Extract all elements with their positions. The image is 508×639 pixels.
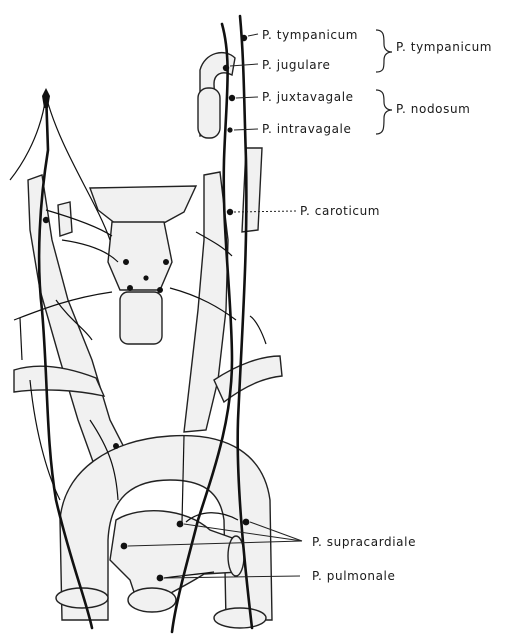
dot-left-carotid [43, 217, 49, 223]
dot-intravagale [227, 127, 232, 132]
right-subclavian [214, 356, 282, 402]
dot-larynx-5 [157, 287, 163, 293]
label-tympanicum-left: P. tympanicum [262, 28, 358, 42]
dot-larynx-1 [123, 259, 129, 265]
label-jugulare: P. jugulare [262, 58, 331, 72]
hyoid-cartilage [90, 186, 196, 224]
dot-larynx-4 [127, 285, 133, 291]
dot-jugulare [223, 65, 229, 71]
dot-larynx-3 [143, 275, 148, 280]
label-caroticum: P. caroticum [300, 204, 380, 218]
dot-pulmonale [157, 575, 164, 582]
label-supracardiale: P. supracardiale [312, 535, 416, 549]
label-nodosum: P. nodosum [396, 102, 470, 116]
labels: P. tympanicum P. tympanicum P. jugulare … [262, 28, 492, 583]
brace-nodosum [376, 90, 392, 134]
label-intravagale: P. intravagale [262, 122, 351, 136]
pulmonary-opening-right [228, 536, 244, 576]
label-tympanicum-right: P. tympanicum [396, 40, 492, 54]
dot-juxtavagale [229, 95, 235, 101]
larynx-trachea [90, 186, 196, 344]
dot-aortic [113, 443, 119, 449]
dot-right-carotid [227, 209, 233, 215]
trachea [120, 292, 162, 344]
dot-larynx-2 [163, 259, 169, 265]
thyroid-cartilage [108, 222, 172, 290]
pulmonary-opening-left [128, 588, 176, 612]
dot-supracardiale-1 [177, 521, 184, 528]
dot-supracardiale-3 [121, 543, 128, 550]
jugular-vein-lower [198, 88, 220, 138]
label-pulmonale: P. pulmonale [312, 569, 395, 583]
right-vessel-opening [214, 608, 266, 628]
left-external-carotid [58, 202, 72, 236]
label-juxtavagale: P. juxtavagale [262, 90, 354, 104]
dot-tympanicum [241, 35, 247, 41]
brace-tympanicum [376, 30, 392, 72]
dot-supracardiale-2 [243, 519, 250, 526]
